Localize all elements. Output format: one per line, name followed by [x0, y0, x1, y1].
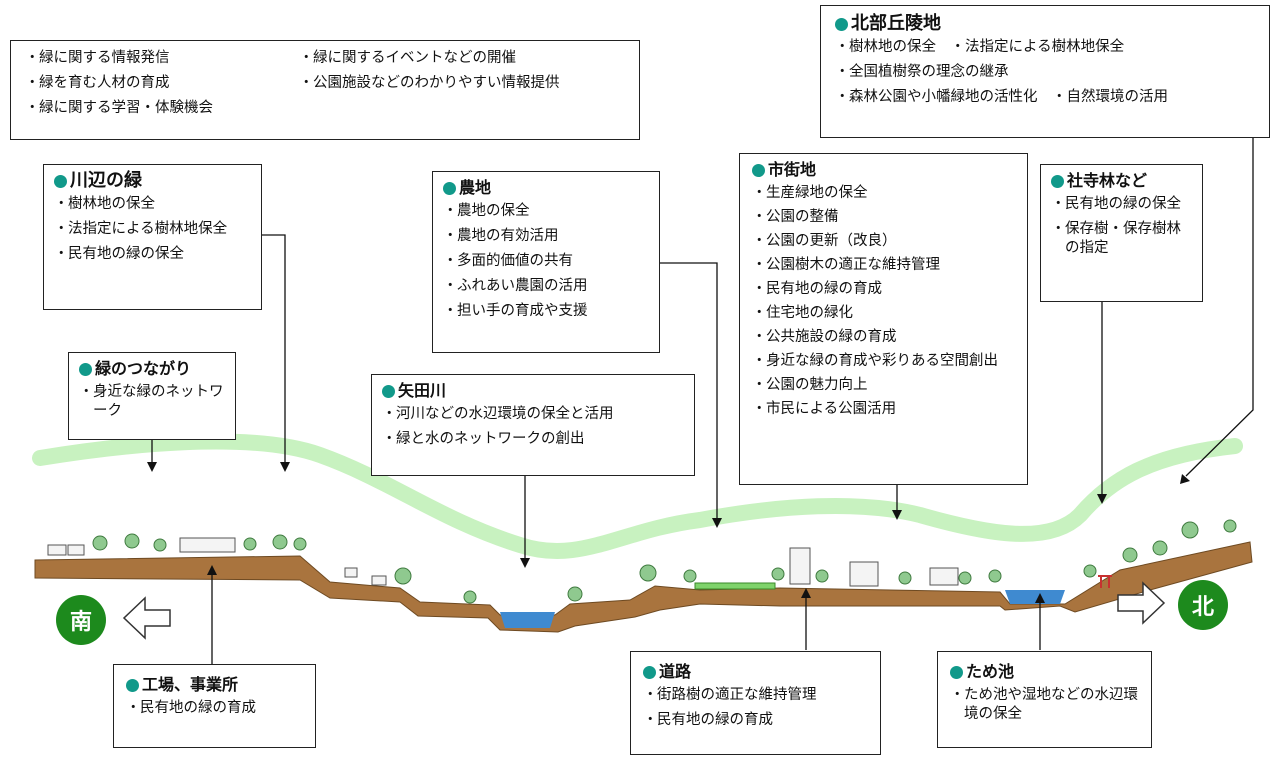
box-title: 社寺林など	[1051, 171, 1192, 191]
ground-profile	[34, 541, 1253, 633]
list-item: 公園の整備	[752, 208, 1015, 227]
bullet-dot-icon	[643, 665, 656, 679]
arrow-heads	[147, 462, 1190, 603]
kawabe-no-midori-box: 川辺の緑 樹林地の保全 法指定による樹林地保全 民有地の緑の保全	[43, 164, 262, 310]
trees	[92, 519, 1237, 604]
list-item: 市民による公園活用	[752, 400, 1015, 419]
bullet-dot-icon	[1051, 174, 1064, 188]
box-title: 道路	[643, 662, 868, 682]
box-title: 農地	[443, 178, 649, 198]
box-title: ため池	[950, 662, 1139, 682]
south-direction-badge: 南	[56, 595, 106, 645]
south-arrow	[122, 596, 171, 640]
list-item: 河川などの水辺環境の保全と活用	[382, 405, 684, 424]
list-item: 公園施設などのわかりやすい情報提供	[299, 74, 560, 93]
list-item: 公園の更新（改良）	[752, 232, 1015, 251]
list-item: 生産緑地の保全	[752, 184, 1015, 203]
pond-water	[1005, 590, 1065, 604]
list-item: 緑と水のネットワークの創出	[382, 430, 684, 449]
list-item: ふれあい農園の活用	[443, 277, 649, 296]
bullet-dot-icon	[443, 181, 456, 195]
list-item: 農地の保全	[443, 202, 649, 221]
box-title: 工場、事業所	[126, 675, 303, 695]
bullet-dot-icon	[126, 678, 139, 692]
yadagawa-box: 矢田川 河川などの水辺環境の保全と活用 緑と水のネットワークの創出	[371, 374, 695, 476]
info-box: 緑に関する情報発信 緑を育む人材の育成 緑に関する学習・体験機会 緑に関するイベ…	[10, 40, 640, 140]
hokubu-kyuryochi-box: 北部丘陵地 樹林地の保全 ・法指定による樹林地保全 全国植樹祭の理念の継承 森林…	[820, 5, 1270, 138]
list-item: 身近な緑のネットワーク	[79, 383, 225, 421]
shigaichi-box: 市街地 生産緑地の保全 公園の整備 公園の更新（改良） 公園樹木の適正な維持管理…	[739, 153, 1028, 485]
list-item: 緑を育む人材の育成	[25, 74, 275, 93]
north-arrow	[1117, 581, 1166, 625]
midori-no-tsunagari-box: 緑のつながり 身近な緑のネットワーク	[68, 352, 236, 440]
nouchi-box: 農地 農地の保全 農地の有効活用 多面的価値の共有 ふれあい農園の活用 担い手の…	[432, 171, 660, 353]
river-water	[500, 612, 555, 628]
bullet-dot-icon	[835, 17, 848, 31]
info-col-2: 緑に関するイベントなどの開催 公園施設などのわかりやすい情報提供	[299, 49, 560, 118]
north-direction-badge: 北	[1178, 580, 1228, 630]
bullet-dot-icon	[54, 174, 67, 188]
list-item: 公園の魅力向上	[752, 376, 1015, 395]
list-item: 法指定による樹林地保全	[54, 220, 251, 239]
box-title: 川辺の緑	[54, 171, 251, 191]
list-item: 保存樹・保存樹林の指定	[1051, 220, 1192, 258]
list-item: 緑に関する情報発信	[25, 49, 275, 68]
green-network-band	[32, 433, 1243, 560]
connector-lines	[151, 138, 1254, 665]
douro-box: 道路 街路樹の適正な維持管理 民有地の緑の育成	[630, 651, 881, 755]
list-item: 住宅地の緑化	[752, 304, 1015, 323]
list-item: 農地の有効活用	[443, 227, 649, 246]
buildings	[47, 537, 959, 587]
list-item: 緑に関する学習・体験機会	[25, 99, 275, 118]
list-item: 公共施設の緑の育成	[752, 328, 1015, 347]
list-item: 多面的価値の共有	[443, 252, 649, 271]
list-item: 緑に関するイベントなどの開催	[299, 49, 560, 68]
torii-gate	[1098, 575, 1112, 588]
bullet-dot-icon	[752, 163, 765, 177]
box-title: 緑のつながり	[79, 359, 225, 379]
list-item: 担い手の育成や支援	[443, 302, 649, 321]
list-item: 民有地の緑の保全	[54, 245, 251, 264]
bullet-dot-icon	[950, 665, 963, 679]
list-item: 街路樹の適正な維持管理	[643, 686, 868, 705]
box-title: 市街地	[752, 160, 1015, 180]
box-title: 矢田川	[382, 381, 684, 401]
list-item: 樹林地の保全 ・法指定による樹林地保全	[835, 38, 1255, 57]
list-item: ため池や湿地などの水辺環境の保全	[950, 686, 1139, 724]
list-item: 森林公園や小幡緑地の活性化 ・自然環境の活用	[835, 88, 1255, 107]
kojo-jigyosho-box: 工場、事業所 民有地の緑の育成	[113, 664, 316, 748]
shajirin-box: 社寺林など 民有地の緑の保全 保存樹・保存樹林の指定	[1040, 164, 1203, 302]
list-item: 民有地の緑の育成	[752, 280, 1015, 299]
list-item: 民有地の緑の育成	[643, 711, 868, 730]
bridge	[694, 582, 776, 590]
bullet-dot-icon	[79, 362, 92, 376]
list-item: 樹林地の保全	[54, 195, 251, 214]
list-item: 民有地の緑の育成	[126, 699, 303, 718]
list-item: 民有地の緑の保全	[1051, 195, 1192, 214]
list-item: 公園樹木の適正な維持管理	[752, 256, 1015, 275]
list-item: 身近な緑の育成や彩りある空間創出	[752, 352, 1015, 371]
box-title: 北部丘陵地	[835, 14, 1255, 34]
bullet-dot-icon	[382, 384, 395, 398]
info-col-1: 緑に関する情報発信 緑を育む人材の育成 緑に関する学習・体験機会	[25, 49, 275, 118]
list-item: 全国植樹祭の理念の継承	[835, 63, 1255, 82]
tameike-box: ため池 ため池や湿地などの水辺環境の保全	[937, 651, 1152, 748]
